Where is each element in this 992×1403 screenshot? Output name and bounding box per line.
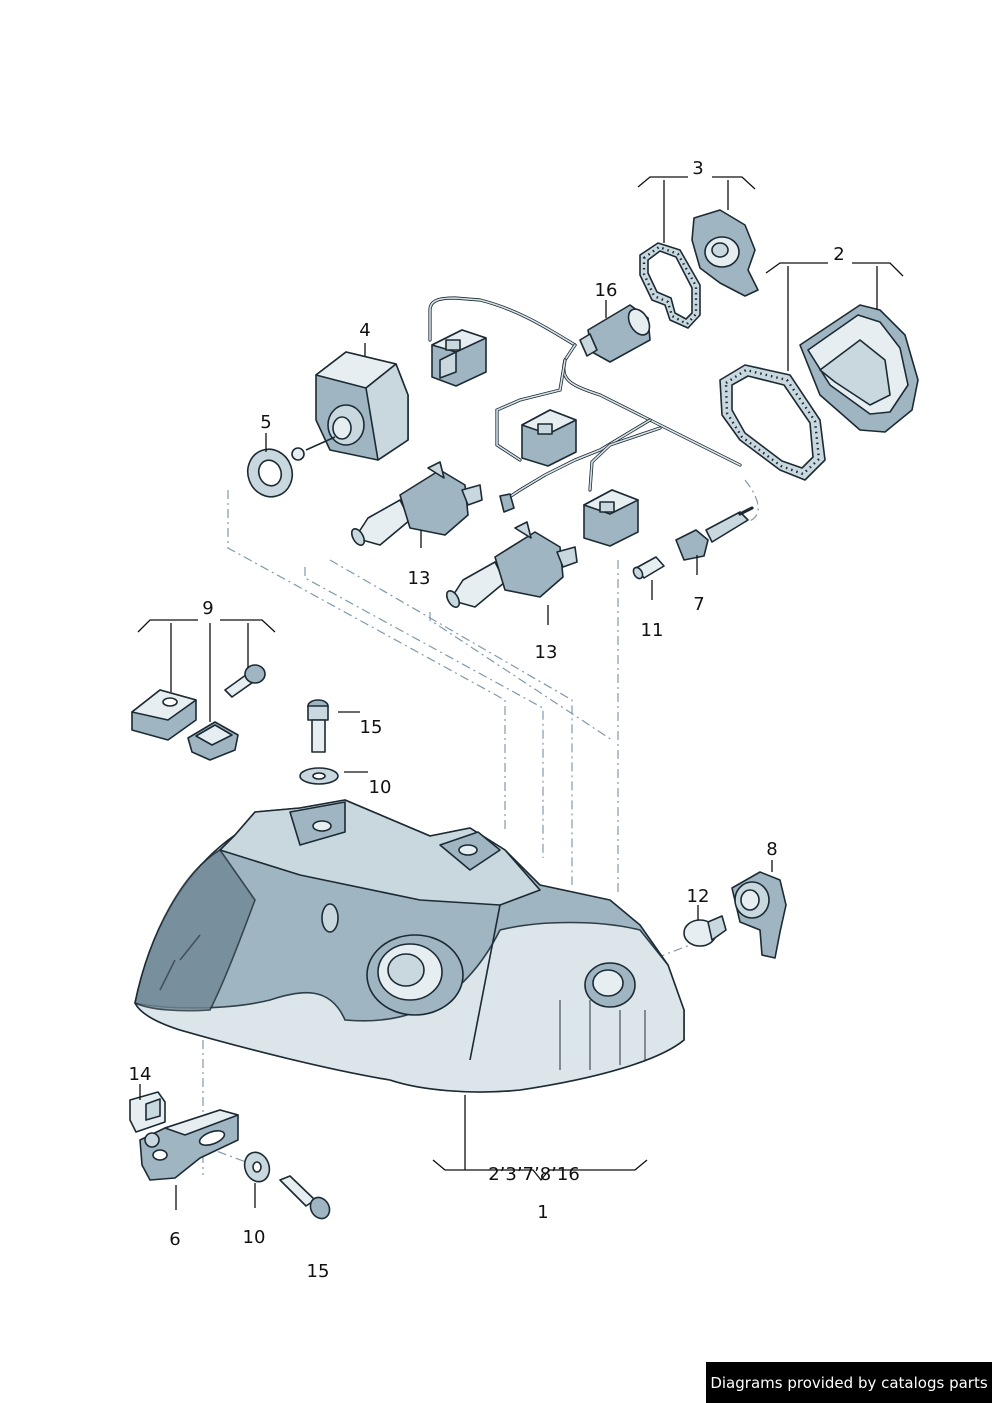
part-12-bulb[interactable] xyxy=(683,915,727,947)
callout-15-lower: 15 xyxy=(307,1261,330,1282)
callout-10-upper: 10 xyxy=(369,777,392,798)
callout-6: 6 xyxy=(169,1229,180,1250)
callout-13-lower: 13 xyxy=(535,642,558,663)
harness-connector-upper xyxy=(431,329,487,387)
part-5-ring[interactable] xyxy=(241,443,299,503)
callout-7: 7 xyxy=(693,594,704,615)
part-10-washer-lower[interactable] xyxy=(241,1149,274,1185)
part-15-bolt-upper[interactable] xyxy=(307,699,329,753)
part-11-bulb[interactable] xyxy=(632,556,665,580)
part-10-washer-upper[interactable] xyxy=(299,767,339,785)
callout-labels: 1 2 3 4 5 6 7 8 9 10 10 11 12 13 13 14 1… xyxy=(129,158,845,1282)
leader-lines xyxy=(137,176,904,1210)
callout-9: 9 xyxy=(202,598,213,619)
part-8-socket[interactable] xyxy=(731,871,787,959)
callout-14: 14 xyxy=(129,1064,152,1085)
callout-3: 3 xyxy=(692,158,703,179)
harness-connector-middle xyxy=(521,409,577,467)
callout-15-upper: 15 xyxy=(360,717,383,738)
assembly-includes-note: 2’3’7’8’16 xyxy=(488,1164,580,1185)
part-9-bracket-clip[interactable] xyxy=(131,689,197,741)
callout-16: 16 xyxy=(595,280,618,301)
wiring-harness xyxy=(428,296,742,513)
part-15-bolt-lower[interactable] xyxy=(279,1175,333,1222)
callout-1: 1 xyxy=(537,1202,548,1223)
callout-5: 5 xyxy=(260,412,271,433)
credit-banner: Diagrams provided by catalogs parts xyxy=(706,1362,992,1403)
part-13-bulb-upper[interactable] xyxy=(349,461,483,547)
part-3-cover-and-gasket[interactable] xyxy=(639,209,759,329)
part-6-mounting-bracket[interactable] xyxy=(139,1109,239,1181)
headlight-housing[interactable] xyxy=(134,799,685,1093)
callout-10-lower: 10 xyxy=(243,1227,266,1248)
callout-11: 11 xyxy=(641,620,664,641)
callout-13-upper: 13 xyxy=(408,568,431,589)
part-7-socket[interactable] xyxy=(675,506,754,561)
part-13-bulb-lower[interactable] xyxy=(444,521,578,609)
part-16-socket[interactable] xyxy=(579,304,654,363)
callout-8: 8 xyxy=(766,839,777,860)
part-9-screw[interactable] xyxy=(224,664,266,698)
callout-2: 2 xyxy=(833,244,844,265)
part-14-clip[interactable] xyxy=(129,1091,166,1133)
part-2-cap-and-gasket[interactable] xyxy=(719,304,919,481)
part-4-leveling-motor[interactable] xyxy=(291,351,409,461)
callout-12: 12 xyxy=(687,886,710,907)
harness-connector-lower xyxy=(583,489,639,547)
callout-4: 4 xyxy=(359,320,370,341)
part-9-clip-nut[interactable] xyxy=(187,721,239,761)
